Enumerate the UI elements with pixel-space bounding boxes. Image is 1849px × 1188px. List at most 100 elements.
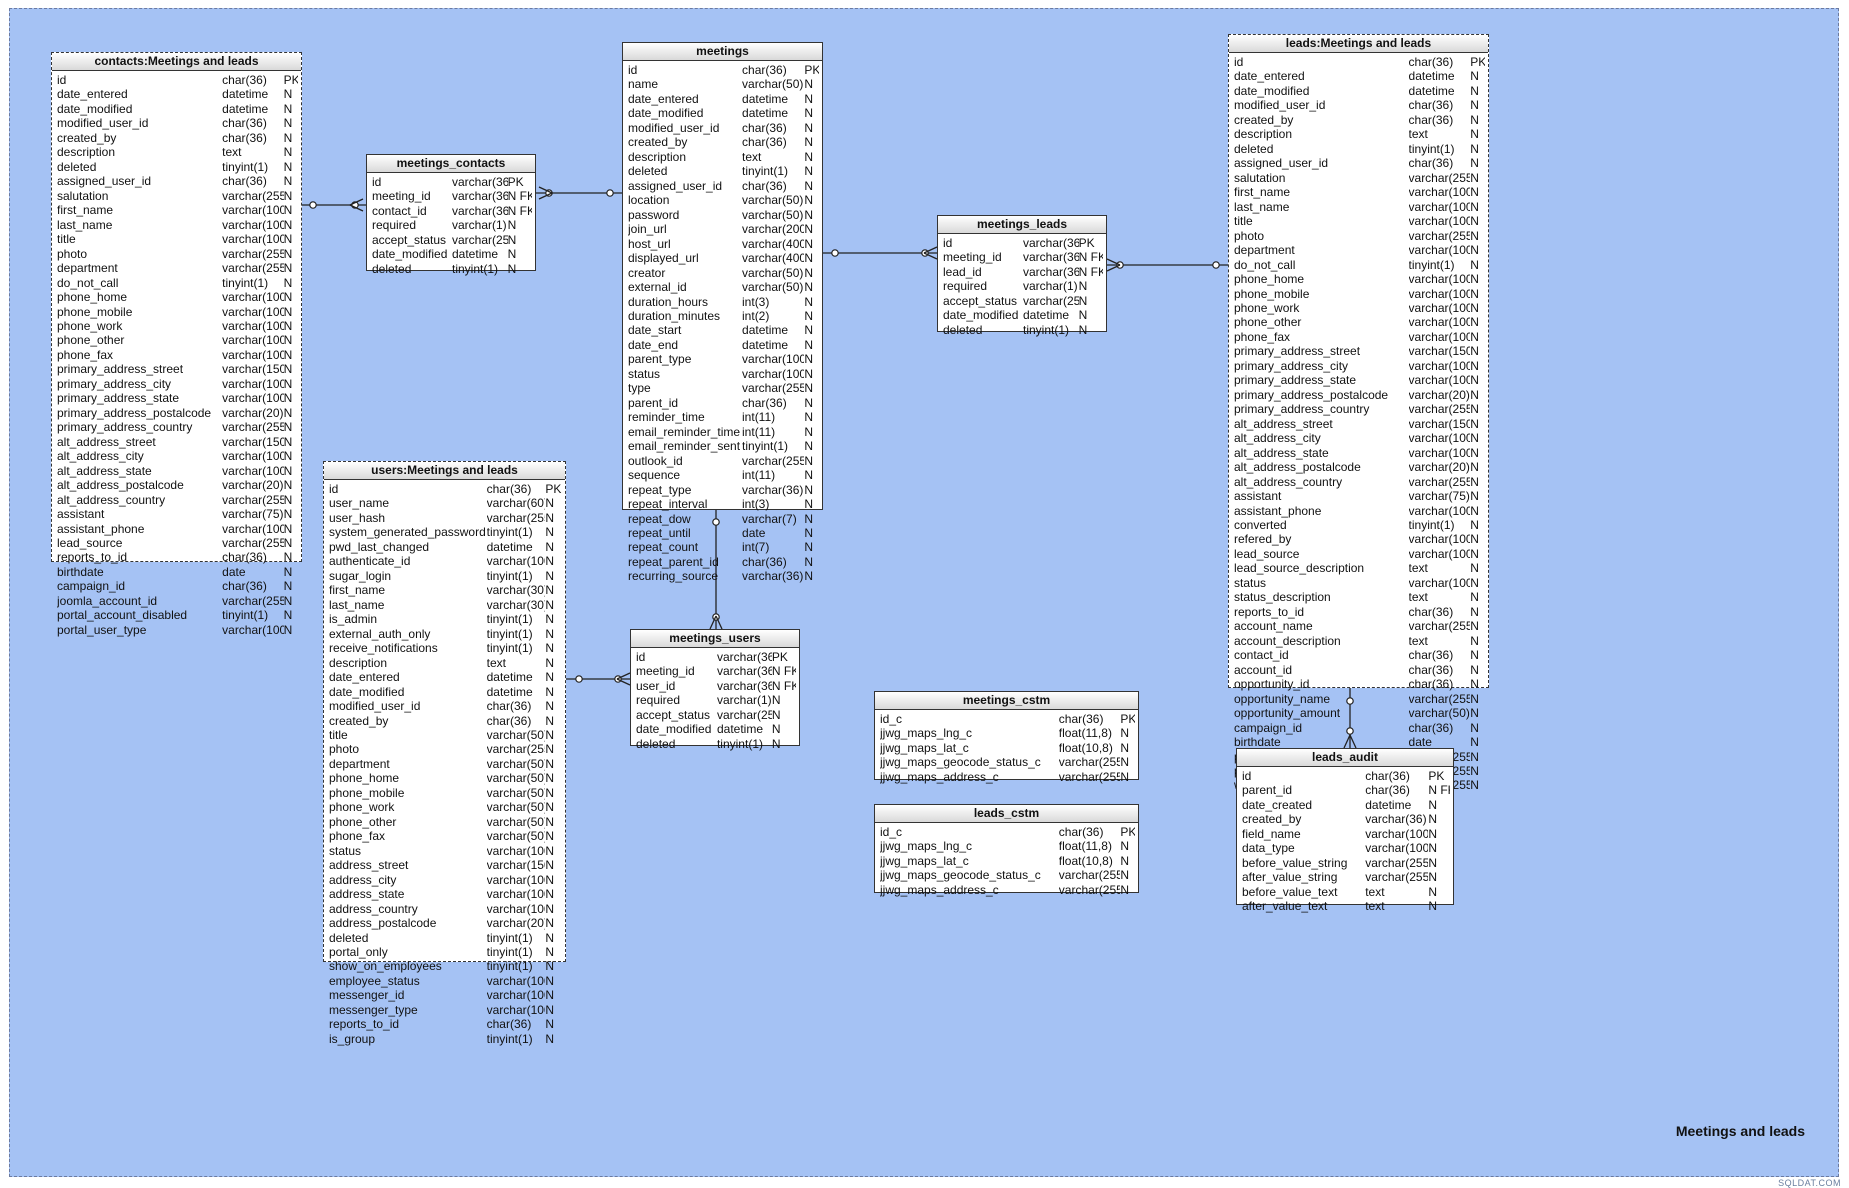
- column-name: pwd_last_changed: [329, 539, 430, 554]
- column-type: varchar(100): [222, 318, 284, 333]
- column-key: N: [1470, 431, 1479, 446]
- column-type: tinyint(1): [222, 275, 269, 290]
- column-name: alt_address_city: [57, 449, 144, 464]
- column-type: int(2): [742, 308, 770, 323]
- column-type: varchar(100): [1408, 214, 1471, 229]
- column-name: name: [628, 77, 659, 92]
- column-key: N: [1470, 489, 1479, 504]
- column-key: N: [1470, 112, 1479, 127]
- column-type: varchar(100): [1408, 445, 1471, 460]
- column-name: created_by: [57, 130, 117, 145]
- column-type: varchar(255): [486, 742, 546, 757]
- table-meetings-users[interactable]: meetings_users idvarchar(36)PKmeeting_id…: [630, 629, 800, 751]
- column-name: modified_user_id: [329, 699, 421, 714]
- column-name: date_modified: [1234, 83, 1310, 98]
- column-type: tinyint(1): [486, 945, 533, 959]
- column-name: department: [57, 261, 118, 276]
- column-type: text: [1365, 899, 1385, 914]
- column-key: N: [1470, 83, 1479, 98]
- column-name: user_hash: [329, 510, 386, 525]
- column-type: char(36): [486, 713, 532, 728]
- column-type: varchar(255): [1058, 769, 1121, 784]
- column-type: varchar(255): [222, 420, 284, 435]
- column-key: N: [283, 275, 293, 290]
- column-type: text: [742, 149, 762, 164]
- column-type: tinyint(1): [742, 439, 789, 454]
- column-name: alt_address_state: [57, 463, 152, 478]
- column-key: N: [804, 540, 814, 555]
- column-key: N: [283, 87, 293, 102]
- column-type: varchar(36): [742, 569, 804, 584]
- column-key: N FK: [1078, 264, 1103, 279]
- column-name: alt_address_street: [57, 434, 156, 449]
- table-title: meetings_cstm: [875, 692, 1138, 710]
- column-key: N: [1470, 561, 1479, 576]
- column-key: N: [1470, 604, 1479, 619]
- column-key: N: [545, 829, 555, 844]
- column-key: N: [804, 164, 814, 179]
- column-type: varchar(25): [716, 707, 772, 722]
- column-key: N FK: [507, 189, 532, 204]
- column-key: N: [283, 492, 293, 507]
- column-name: lead_source: [57, 536, 123, 550]
- column-type: varchar(255): [1408, 619, 1471, 634]
- column-type: datetime: [486, 539, 533, 554]
- column-key: N: [1078, 293, 1088, 308]
- column-key: N: [545, 655, 555, 670]
- column-name: deleted: [372, 261, 412, 276]
- column-name: lead_id: [943, 264, 982, 279]
- column-type: varchar(100): [222, 622, 284, 637]
- relationship-line: [923, 246, 938, 254]
- column-name: primary_address_country: [57, 420, 193, 435]
- column-key: N: [1470, 532, 1479, 547]
- column-key: N: [545, 496, 555, 511]
- column-type: varchar(255): [1058, 882, 1121, 897]
- column-name: parent_type: [628, 352, 692, 367]
- column-type: tinyint(1): [222, 159, 269, 174]
- column-name: campaign_id: [57, 579, 126, 594]
- column-type: char(36): [1408, 98, 1454, 113]
- table-title: meetings_leads: [938, 216, 1106, 234]
- column-name: is_group: [329, 1031, 376, 1046]
- column-type: varchar(100): [222, 521, 284, 536]
- column-key: N: [1470, 228, 1479, 243]
- column-type: float(10,8): [1058, 853, 1113, 868]
- column-key: N: [545, 525, 555, 540]
- column-name: lead_source_description: [1234, 561, 1365, 576]
- column-name: recurring_source: [628, 569, 719, 584]
- table-title: contacts:Meetings and leads: [52, 53, 301, 71]
- column-type: varchar(100): [1408, 431, 1471, 446]
